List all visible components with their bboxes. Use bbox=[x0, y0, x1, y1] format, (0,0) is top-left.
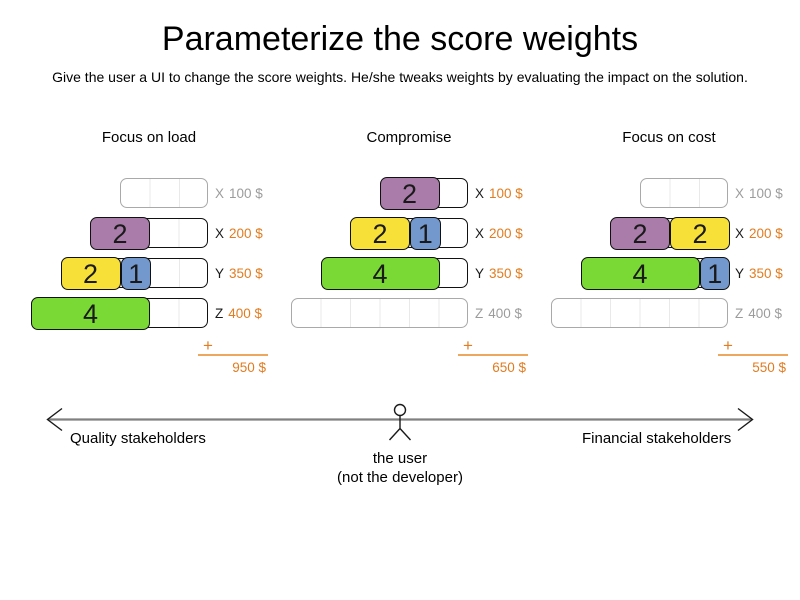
row-label-letter: Z bbox=[735, 305, 744, 321]
weight-bar[interactable] bbox=[551, 298, 728, 328]
sum-plus-icon: + bbox=[718, 337, 788, 356]
weight-bar[interactable] bbox=[119, 178, 208, 208]
row-label-letter: Z bbox=[215, 305, 224, 321]
row-label-letter: Y bbox=[735, 265, 745, 281]
row-label-value: 350 $ bbox=[749, 265, 783, 281]
row-label-value: 100 $ bbox=[489, 185, 523, 201]
row-label-letter: X bbox=[475, 185, 485, 201]
row-label-value: 400 $ bbox=[228, 305, 263, 321]
weight-block-blue[interactable]: 1 bbox=[410, 217, 441, 250]
left-arrowhead-icon bbox=[46, 407, 63, 432]
row-label-value: 400 $ bbox=[748, 305, 783, 321]
row-label-value: 100 $ bbox=[749, 185, 783, 201]
row-label-value: 350 $ bbox=[489, 265, 523, 281]
axis-label-financial: Financial stakeholders bbox=[582, 430, 732, 447]
column-sum: +950 $ bbox=[198, 337, 268, 375]
row-label-value: 200 $ bbox=[489, 225, 523, 241]
weight-block-green[interactable]: 4 bbox=[580, 257, 700, 290]
row-label-value: 200 $ bbox=[229, 225, 263, 241]
page-subtitle: Give the user a UI to change the score w… bbox=[52, 69, 748, 85]
sum-plus-icon: + bbox=[198, 337, 268, 356]
page-title: Parameterize the score weights bbox=[161, 20, 639, 58]
weight-block-blue[interactable]: 1 bbox=[120, 257, 151, 290]
user-caption-line1: the user bbox=[372, 450, 428, 467]
row-label-value: 100 $ bbox=[229, 185, 263, 201]
weight-block-blue[interactable]: 1 bbox=[699, 257, 730, 290]
weight-block-yellow[interactable]: 2 bbox=[60, 257, 121, 290]
row-label-letter: X bbox=[735, 225, 745, 241]
weight-bar[interactable]: 2 bbox=[90, 217, 208, 250]
right-arrowhead-icon bbox=[737, 407, 754, 432]
column-sum: +550 $ bbox=[718, 337, 788, 375]
weight-block-purple[interactable]: 2 bbox=[90, 217, 150, 250]
row-label-letter: Y bbox=[215, 265, 225, 281]
user-caption-line2: (not the developer) bbox=[337, 469, 463, 486]
weight-block-green[interactable]: 4 bbox=[31, 297, 150, 330]
sum-total: 550 $ bbox=[752, 360, 786, 375]
row-label-letter: Y bbox=[475, 265, 485, 281]
column-title: Focus on load bbox=[101, 129, 197, 146]
column-sum: +650 $ bbox=[458, 337, 528, 375]
weight-block-purple[interactable]: 2 bbox=[610, 217, 670, 250]
axis-label-quality: Quality stakeholders bbox=[70, 430, 206, 447]
weight-bar[interactable] bbox=[639, 178, 728, 208]
row-label-value: 400 $ bbox=[488, 305, 523, 321]
weight-block-yellow[interactable]: 2 bbox=[670, 217, 730, 250]
row-label-letter: X bbox=[215, 225, 225, 241]
row-label-letter: X bbox=[215, 185, 225, 201]
row-label-value: 350 $ bbox=[229, 265, 263, 281]
row-label-letter: Z bbox=[475, 305, 484, 321]
weight-bar[interactable]: 2 bbox=[379, 177, 468, 210]
sum-plus-icon: + bbox=[458, 337, 528, 356]
stakeholder-axis bbox=[46, 403, 754, 441]
row-label-letter: X bbox=[475, 225, 485, 241]
row-label-letter: X bbox=[735, 185, 745, 201]
column-title: Focus on cost bbox=[622, 129, 716, 146]
sum-total: 650 $ bbox=[492, 360, 526, 375]
weight-block-yellow[interactable]: 2 bbox=[350, 217, 410, 250]
weight-block-green[interactable]: 4 bbox=[320, 257, 440, 290]
weight-bar[interactable]: 4 bbox=[320, 257, 468, 290]
column-title: Compromise bbox=[366, 129, 452, 146]
weight-bar[interactable] bbox=[291, 298, 468, 328]
weight-bar[interactable]: 4 bbox=[31, 297, 208, 330]
row-label-value: 200 $ bbox=[749, 225, 783, 241]
stick-figure-icon bbox=[388, 403, 412, 441]
sum-total: 950 $ bbox=[232, 360, 266, 375]
weight-block-purple[interactable]: 2 bbox=[379, 177, 440, 210]
